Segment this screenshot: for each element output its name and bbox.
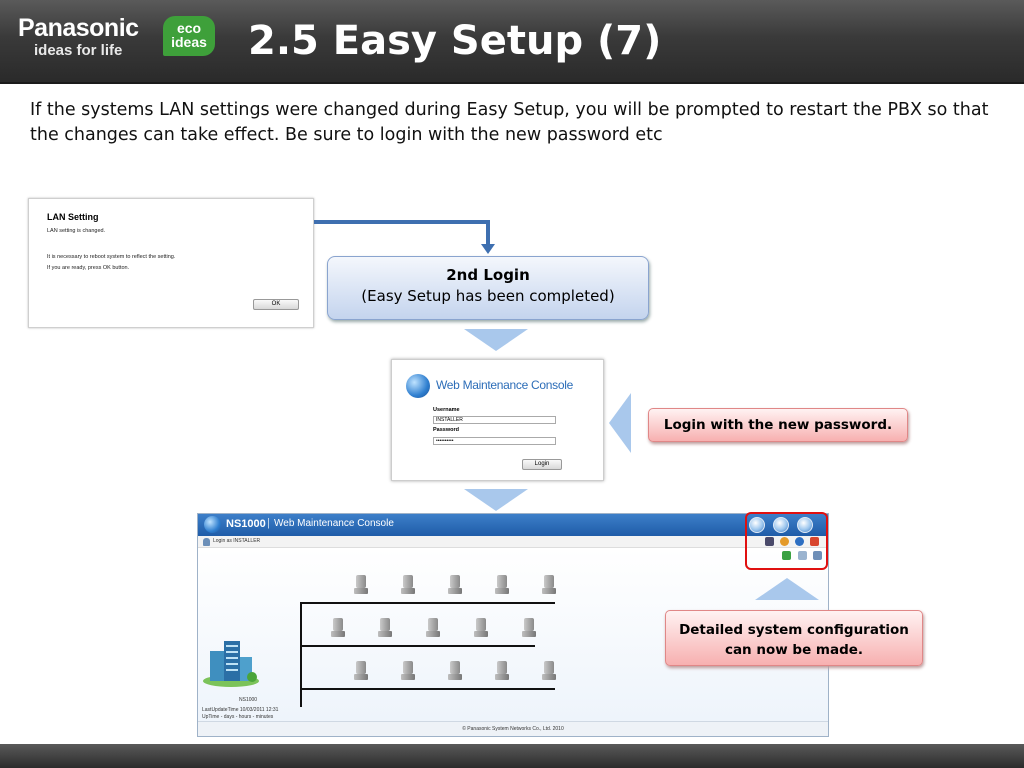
terminal-icon[interactable] <box>378 618 392 640</box>
callout-line: Detailed system configuration <box>679 622 909 638</box>
down-arrow <box>464 489 528 511</box>
console-footer: © Panasonic System Networks Co., Ltd. 20… <box>198 721 828 736</box>
username-label: Username <box>433 407 460 413</box>
connector-line <box>486 220 490 246</box>
bus-line <box>300 602 555 604</box>
terminal-icon[interactable] <box>448 575 462 597</box>
maintenance-icon[interactable] <box>797 517 813 533</box>
terminal-icon[interactable] <box>495 575 509 597</box>
save-icon[interactable] <box>765 537 774 546</box>
globe-icon <box>406 374 430 398</box>
ok-button[interactable]: OK <box>253 299 299 310</box>
dialog-line: It is necessary to reboot system to refl… <box>47 254 176 260</box>
down-arrow <box>464 329 528 351</box>
terminal-icon[interactable] <box>448 661 462 683</box>
brand-tagline: ideas for life <box>34 42 123 59</box>
lan-setting-dialog: LAN Setting LAN setting is changed. It i… <box>28 198 314 328</box>
callout-line: can now be made. <box>724 642 864 658</box>
console-title: Web Maintenance Console <box>436 378 573 392</box>
list-view-icon[interactable] <box>813 551 822 560</box>
slide-footer <box>0 744 1024 768</box>
username-input[interactable]: INSTALLER <box>433 416 556 424</box>
left-arrow <box>609 393 631 453</box>
login-button[interactable]: Login <box>522 459 562 470</box>
toolbar-highlight <box>745 512 828 570</box>
last-update-time: LastUpdateTime 10/03/2011 12:31 <box>202 707 279 713</box>
system-name-label: NS1000 <box>239 697 258 703</box>
slide-title: 2.5 Easy Setup (7) <box>248 18 662 64</box>
intro-text: If the systems LAN settings were changed… <box>30 100 989 145</box>
bus-line <box>300 688 555 690</box>
dialog-line: If you are ready, press OK button. <box>47 265 130 271</box>
uptime-text: UpTime - days - hours - minutes <box>202 714 274 720</box>
terminal-icon[interactable] <box>401 661 415 683</box>
terminal-icon[interactable] <box>426 618 440 640</box>
password-label: Password <box>433 427 459 433</box>
building-icon[interactable] <box>202 637 260 687</box>
login-as-text: Login as INSTALLER <box>213 538 261 544</box>
user-icon <box>203 538 210 546</box>
detailed-config-callout: Detailed system configuration can now be… <box>665 610 923 666</box>
product-name: NS1000 <box>226 518 266 530</box>
terminal-icon[interactable] <box>542 575 556 597</box>
settings-icon[interactable] <box>780 537 789 546</box>
brand-name: Panasonic <box>18 14 139 42</box>
terminal-icon[interactable] <box>474 618 488 640</box>
terminal-icon[interactable] <box>401 575 415 597</box>
console-title-bar: NS1000 | Web Maintenance Console <box>198 514 828 536</box>
add-device-icon[interactable] <box>782 551 791 560</box>
slide-header: Panasonic ideas for life eco ideas 2.5 E… <box>0 0 1024 84</box>
ideas-line: ideas <box>171 34 207 50</box>
console-status-bar: Login as INSTALLER <box>198 536 828 548</box>
console-subtitle: Web Maintenance Console <box>274 518 394 529</box>
eco-ideas-logo: eco ideas <box>163 16 215 56</box>
main-console-screenshot: NS1000 | Web Maintenance Console Login a… <box>197 513 829 737</box>
wrench-icon[interactable] <box>773 517 789 533</box>
panasonic-logo: Panasonic ideas for life eco ideas <box>18 14 218 66</box>
bus-line <box>300 645 535 647</box>
terminal-icon[interactable] <box>331 618 345 640</box>
terminal-icon[interactable] <box>522 618 536 640</box>
connector-line <box>314 220 490 224</box>
dialog-line: LAN setting is changed. <box>47 228 106 234</box>
title-separator: | <box>267 517 270 529</box>
second-login-box: 2nd Login (Easy Setup has been completed… <box>327 256 649 320</box>
info-icon[interactable] <box>795 537 804 546</box>
grid-view-icon[interactable] <box>798 551 807 560</box>
new-password-callout: Login with the new password. <box>648 408 908 442</box>
bus-line <box>300 602 302 707</box>
dialog-title: LAN Setting <box>47 212 99 222</box>
home-icon[interactable] <box>749 517 765 533</box>
second-login-title: 2nd Login <box>446 266 530 284</box>
logout-icon[interactable] <box>810 537 819 546</box>
up-arrow <box>755 578 819 600</box>
terminal-icon[interactable] <box>354 575 368 597</box>
terminal-icon[interactable] <box>354 661 368 683</box>
terminal-icon[interactable] <box>495 661 509 683</box>
connector-arrowhead <box>481 244 495 254</box>
terminal-icon[interactable] <box>542 661 556 683</box>
password-input[interactable]: •••••••••• <box>433 437 556 445</box>
globe-icon <box>204 516 221 533</box>
login-console-screenshot: Web Maintenance Console Username INSTALL… <box>391 359 604 481</box>
eco-line: eco <box>176 20 202 36</box>
second-login-note: (Easy Setup has been completed) <box>361 287 615 305</box>
